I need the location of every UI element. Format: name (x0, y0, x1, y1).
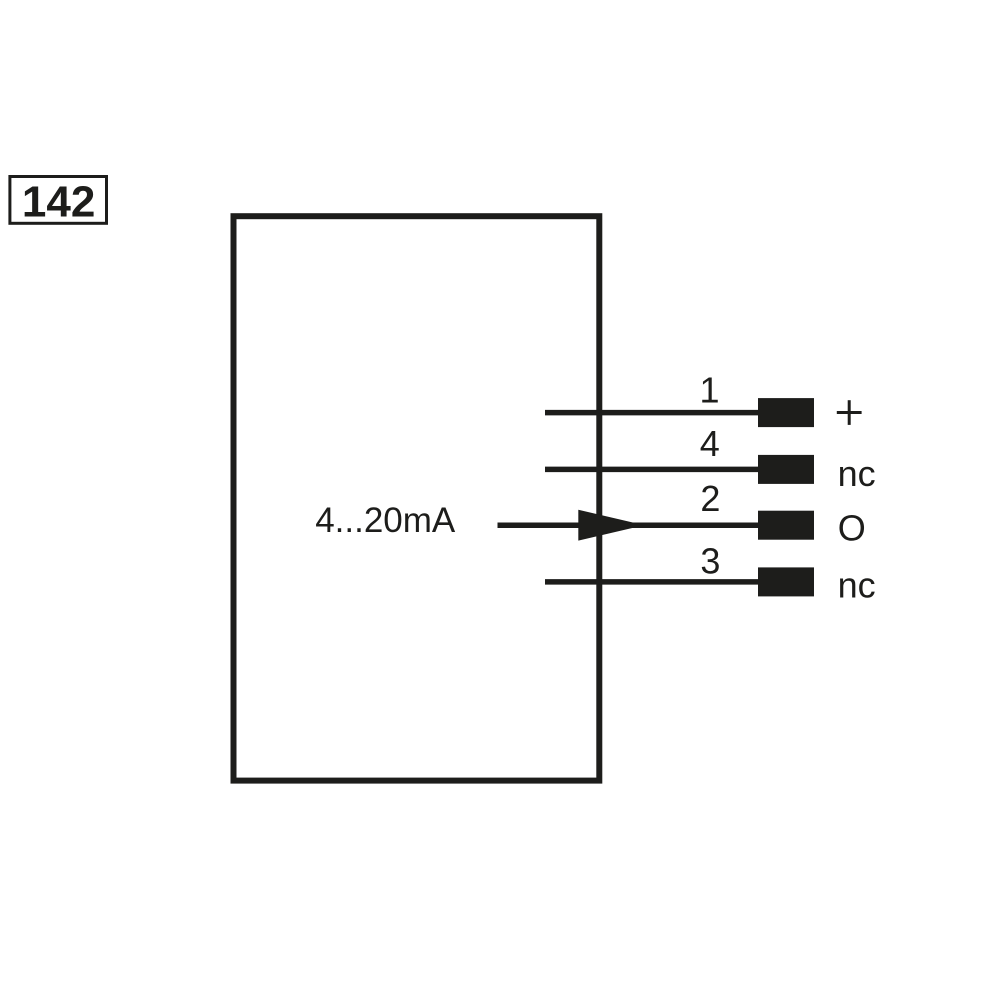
svg-text:3: 3 (700, 541, 720, 582)
svg-text:nc: nc (838, 453, 876, 494)
svg-text:O: O (838, 508, 866, 549)
svg-text:2: 2 (700, 478, 720, 519)
svg-text:nc: nc (838, 564, 876, 605)
svg-text:4: 4 (700, 423, 720, 464)
svg-text:4...20mA: 4...20mA (315, 501, 456, 540)
svg-text:1: 1 (699, 369, 719, 410)
svg-text:142: 142 (22, 177, 95, 226)
